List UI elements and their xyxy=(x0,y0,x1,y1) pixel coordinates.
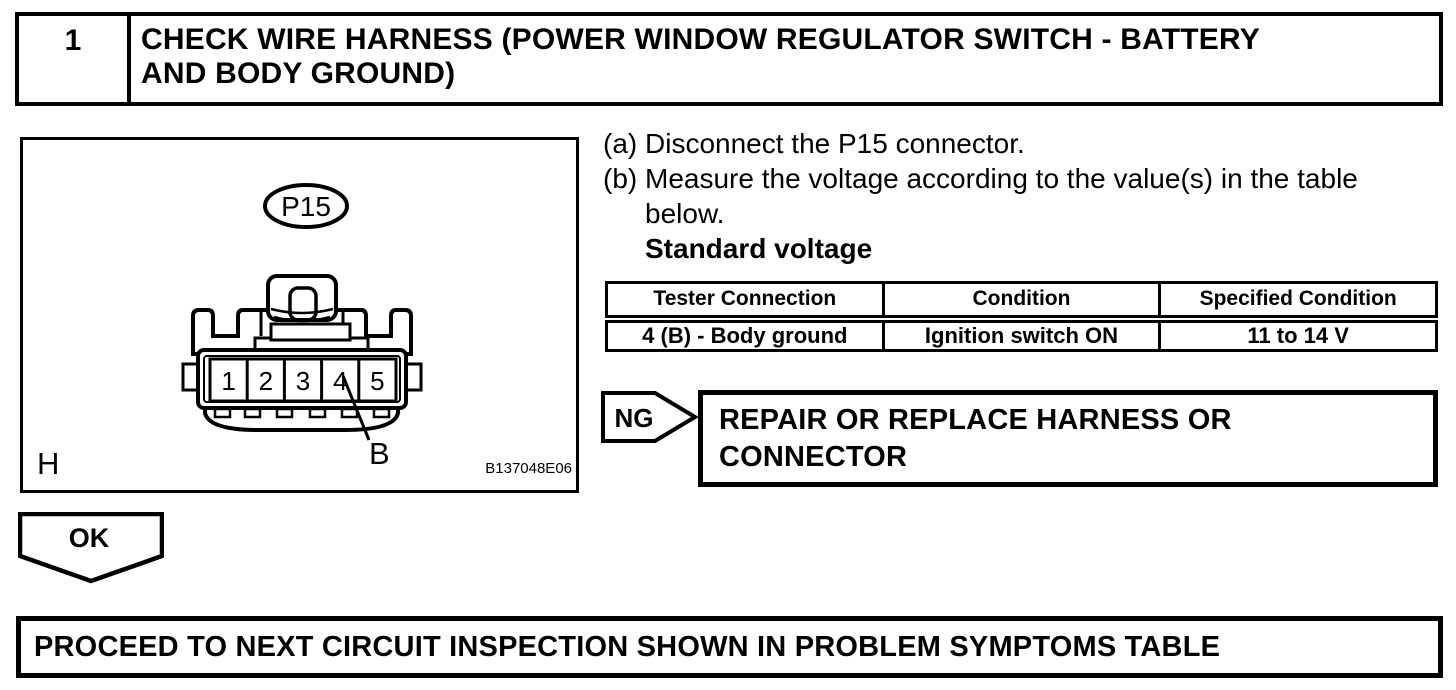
pin-number-3: 3 xyxy=(296,366,310,396)
pin-numbers: 1 2 3 4 5 xyxy=(221,366,384,396)
column-header-specified-condition: Specified Condition xyxy=(1158,281,1438,323)
figure-code: B137048E06 xyxy=(485,460,572,477)
instruction-step-b: (b) Measure the voltage according to the… xyxy=(603,161,1423,231)
ok-arrow-shape xyxy=(18,512,164,584)
instruction-step-a: (a) Disconnect the P15 connector. xyxy=(603,126,1423,161)
table-header-row: Tester Connection Condition Specified Co… xyxy=(605,281,1438,323)
ng-arrow-shape xyxy=(601,391,699,443)
connector-label: P15 xyxy=(281,191,331,222)
column-header-tester-connection: Tester Connection xyxy=(605,281,885,323)
ng-action-box: REPAIR OR REPLACE HARNESS OR CONNECTOR xyxy=(698,390,1438,487)
pin-number-4: 4 xyxy=(333,366,347,396)
cell-tester-connection: 4 (B) - Body ground xyxy=(605,317,885,352)
connector-figure: P15 xyxy=(20,137,579,493)
terminal-label: B xyxy=(369,436,390,471)
connector-diagram-svg: P15 xyxy=(181,183,423,471)
step-a-text: Disconnect the P15 connector. xyxy=(645,128,1025,159)
ng-label: NG xyxy=(615,403,654,433)
column-header-condition: Condition xyxy=(881,281,1162,323)
ng-arrow: NG xyxy=(601,391,699,443)
proceed-action-bar: PROCEED TO NEXT CIRCUIT INSPECTION SHOWN… xyxy=(16,616,1443,678)
figure-corner-label: H xyxy=(37,446,60,481)
standard-voltage-caption: Standard voltage xyxy=(645,233,873,264)
step-b-text: Measure the voltage according to the val… xyxy=(645,163,1358,229)
step-number: 1 xyxy=(19,16,131,102)
pin-number-5: 5 xyxy=(370,366,384,396)
connector-label-ellipse xyxy=(263,183,349,229)
step-title: CHECK WIRE HARNESS (POWER WINDOW REGULAT… xyxy=(141,23,1260,90)
proceed-action-text: PROCEED TO NEXT CIRCUIT INSPECTION SHOWN… xyxy=(34,630,1221,663)
table-row: 4 (B) - Body ground Ignition switch ON 1… xyxy=(605,317,1438,352)
standard-voltage-table: Tester Connection Condition Specified Co… xyxy=(605,281,1438,352)
ok-arrow: OK xyxy=(18,512,164,584)
step-b-marker: (b) xyxy=(603,163,638,194)
ok-label: OK xyxy=(69,523,110,553)
cell-condition: Ignition switch ON xyxy=(881,317,1162,352)
instructions: (a) Disconnect the P15 connector. (b) Me… xyxy=(603,126,1423,266)
step-a-marker: (a) xyxy=(603,128,638,159)
pin-number-1: 1 xyxy=(221,366,235,396)
cell-specified-condition: 11 to 14 V xyxy=(1158,317,1438,352)
pin-number-2: 2 xyxy=(259,366,273,396)
step-header: 1 CHECK WIRE HARNESS (POWER WINDOW REGUL… xyxy=(15,12,1443,106)
connector-body-drawing xyxy=(181,274,423,441)
